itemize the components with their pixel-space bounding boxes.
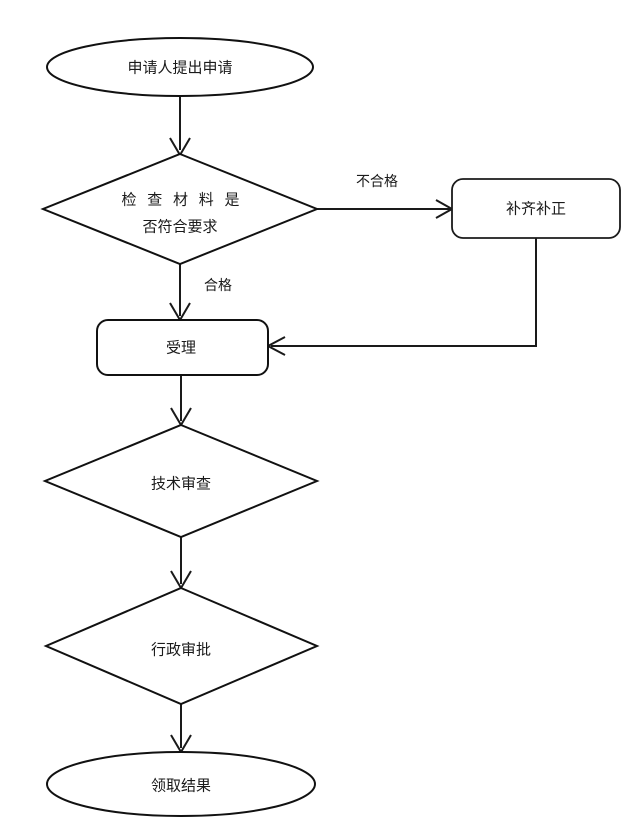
node-result[interactable]: 领取结果 [46,751,316,817]
node-technical-review[interactable]: 技术审查 [42,423,320,539]
diamond-shape [40,152,320,266]
diamond-shape [42,423,320,539]
node-admin-approval[interactable]: 行政审批 [43,586,320,706]
connector-line [271,238,537,347]
node-accept[interactable]: 受理 [96,319,269,376]
node-check-materials[interactable]: 检 查 材 料 是 否符合要求 [40,152,320,266]
node-technical-review-label: 技术审查 [151,475,211,493]
node-check-label-line2: 否符合要求 [142,218,217,236]
rounded-rect-shape [451,178,621,239]
ellipse-shape [46,37,314,97]
edge-start-to-check [169,96,191,157]
diamond-shape [43,586,320,706]
node-supplement-label: 补齐补正 [506,200,566,218]
node-start-label: 申请人提出申请 [127,59,232,77]
edge-check-to-accept [169,264,191,322]
node-result-label: 领取结果 [151,777,211,795]
rounded-rect-shape [96,319,269,376]
edge-check-to-supplement [317,199,455,219]
edge-technical-to-admin [170,537,192,590]
node-start[interactable]: 申请人提出申请 [46,37,314,97]
edge-label-pass: 合格 [204,278,232,294]
edge-label-fail: 不合格 [356,174,398,190]
ellipse-shape [46,751,316,817]
node-accept-label: 受理 [166,339,196,357]
node-admin-approval-label: 行政审批 [151,641,211,659]
node-check-label-line1: 检 查 材 料 是 [121,191,242,209]
edge-supplement-to-accept [265,238,537,356]
edge-admin-to-result [170,704,192,754]
node-supplement[interactable]: 补齐补正 [451,178,621,239]
edge-accept-to-technical [170,375,192,427]
